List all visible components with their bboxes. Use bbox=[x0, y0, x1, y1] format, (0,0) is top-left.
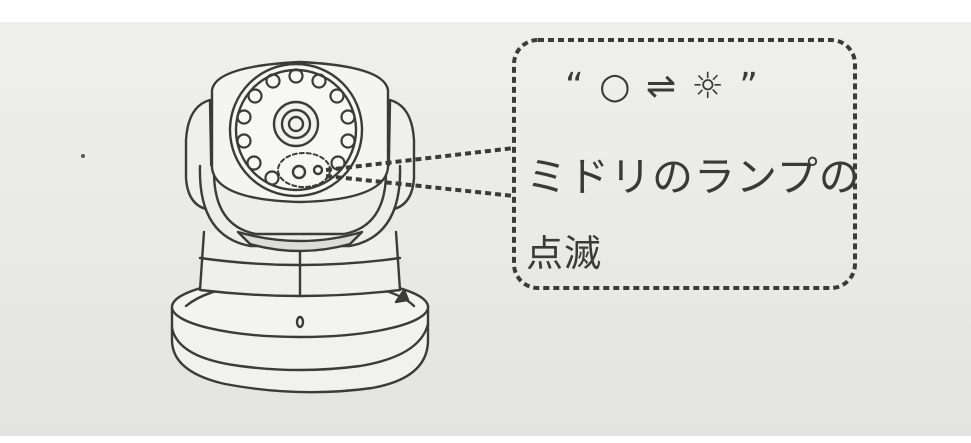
ir-led-icon bbox=[340, 109, 356, 125]
callout-box bbox=[512, 38, 857, 290]
ir-led-icon bbox=[288, 68, 304, 84]
ir-led-icon bbox=[236, 109, 252, 125]
lens-icon bbox=[272, 100, 320, 148]
caption-green-lamp: ミドリのランプの bbox=[526, 153, 861, 201]
base-hole-icon bbox=[295, 315, 305, 329]
camera-illustration bbox=[170, 60, 430, 394]
callout-leaders bbox=[325, 146, 515, 198]
ir-led-icon bbox=[340, 133, 356, 149]
camera-yoke-inner bbox=[212, 170, 388, 236]
led-indicator-icon bbox=[291, 164, 307, 180]
ir-led-icon bbox=[247, 88, 263, 104]
lens-inner bbox=[280, 108, 312, 140]
base-triangle-icon bbox=[394, 288, 410, 304]
camera-yoke-visor bbox=[236, 230, 364, 253]
ir-led-icon bbox=[265, 73, 281, 89]
stray-mark bbox=[81, 154, 85, 158]
led-indicator-icon bbox=[312, 164, 324, 176]
ir-led-icon bbox=[329, 88, 345, 104]
ir-led-icon bbox=[264, 170, 280, 186]
caption-blinking: 点滅 bbox=[526, 232, 602, 275]
top-margin bbox=[0, 0, 971, 22]
ir-led-icon bbox=[246, 155, 262, 171]
bottom-margin bbox=[0, 436, 971, 443]
ir-led-icon bbox=[236, 133, 252, 149]
lens-core bbox=[287, 115, 305, 133]
ir-led-icon bbox=[311, 73, 327, 89]
camera-base-ring bbox=[170, 322, 430, 372]
leader-line-upper bbox=[325, 146, 515, 172]
manual-paper bbox=[0, 22, 971, 436]
blink-symbols: “ ○ ⇌ ☼ ” bbox=[565, 66, 760, 107]
leader-line-lower bbox=[325, 174, 515, 198]
